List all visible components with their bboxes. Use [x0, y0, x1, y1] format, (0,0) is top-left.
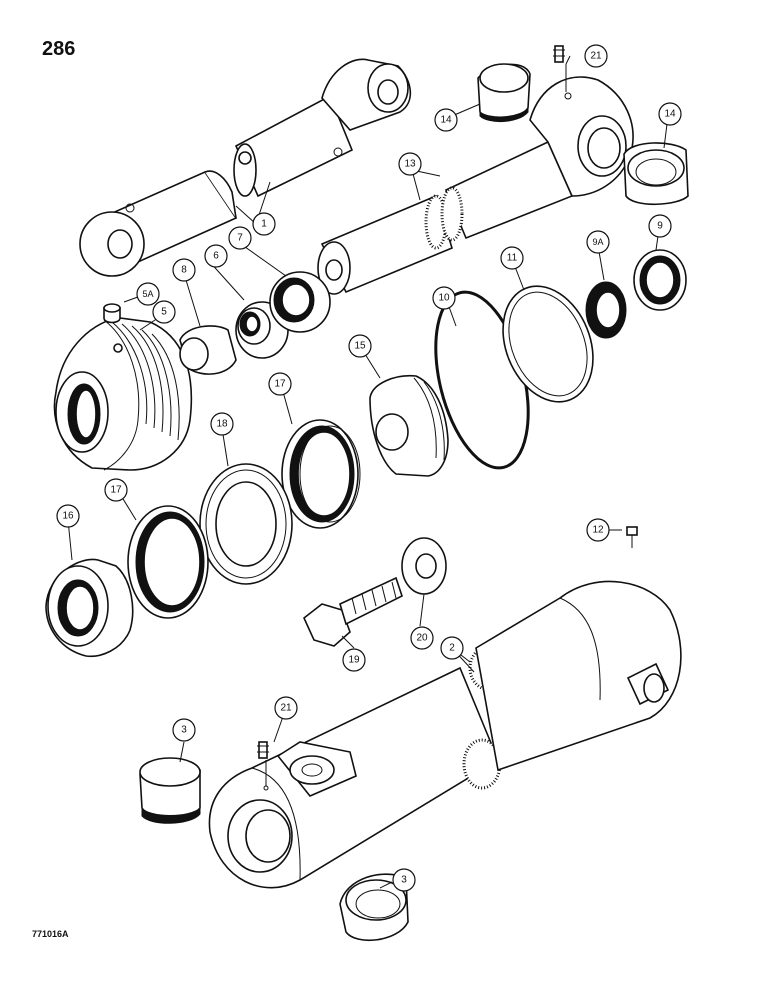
piston [369, 374, 449, 477]
callout-10: 10 [432, 286, 456, 310]
page-number: 286 [42, 38, 76, 60]
callout-6: 6 [204, 244, 228, 268]
svg-text:3: 3 [181, 725, 187, 736]
callout-17-lower: 17 [104, 478, 128, 502]
callout-14-right: 14 [658, 102, 682, 126]
callout-2: 2 [440, 636, 464, 660]
svg-text:17: 17 [110, 485, 122, 496]
svg-text:9: 9 [657, 221, 663, 232]
callout-1: 1 [252, 212, 276, 236]
svg-text:17: 17 [274, 379, 286, 390]
svg-text:3: 3 [401, 875, 407, 886]
callout-7: 7 [228, 226, 252, 250]
callout-21-top: 21 [584, 44, 608, 68]
grease-fitting-bottom [257, 741, 269, 759]
callout-18: 18 [210, 412, 234, 436]
svg-text:21: 21 [590, 51, 602, 62]
callout-20: 20 [410, 626, 434, 650]
bushing-left-bottom [139, 757, 201, 824]
svg-text:2: 2 [449, 643, 455, 654]
cylinder-tube [208, 580, 682, 889]
svg-text:12: 12 [592, 525, 604, 536]
svg-text:16: 16 [62, 511, 74, 522]
svg-text:20: 20 [416, 633, 428, 644]
callout-9: 9 [648, 214, 672, 238]
callout-19: 19 [342, 648, 366, 672]
piston-seal-lower [127, 505, 209, 619]
split-bushing [179, 325, 237, 375]
svg-text:14: 14 [440, 115, 452, 126]
seal-9a [585, 281, 627, 339]
callout-14-left: 14 [434, 108, 458, 132]
svg-text:11: 11 [507, 253, 518, 264]
rod [317, 76, 634, 295]
piston-head [45, 558, 134, 658]
bushing-right-bottom [339, 873, 409, 942]
svg-text:5: 5 [161, 307, 167, 318]
callout-8: 8 [172, 258, 196, 282]
svg-text:1: 1 [261, 219, 267, 230]
callout-12: 12 [586, 518, 610, 542]
svg-text:14: 14 [664, 109, 676, 120]
rod-seal [269, 271, 331, 333]
piston-seal-upper [281, 419, 361, 529]
callout-15: 15 [348, 334, 372, 358]
washer [401, 537, 447, 595]
callout-11: 11 [500, 246, 524, 270]
callout-13: 13 [398, 152, 422, 176]
svg-text:7: 7 [237, 233, 243, 244]
svg-text:5A: 5A [142, 289, 153, 299]
callout-16: 16 [56, 504, 80, 528]
bushing-right-top [623, 142, 689, 206]
bolt [303, 576, 403, 647]
svg-text:13: 13 [404, 159, 416, 170]
svg-text:6: 6 [213, 251, 219, 262]
callout-17-upper: 17 [268, 372, 292, 396]
svg-text:19: 19 [348, 655, 360, 666]
wiper-ring [633, 249, 687, 311]
piston-rod-assembly [79, 58, 412, 277]
callout-5a: 5A [136, 282, 160, 306]
grease-fitting-top [553, 45, 565, 63]
callout-3-left: 3 [172, 718, 196, 742]
svg-text:21: 21 [280, 703, 292, 714]
plug [103, 303, 121, 324]
screw [626, 526, 638, 548]
callout-5: 5 [152, 300, 176, 324]
svg-text:9A: 9A [592, 237, 603, 247]
svg-text:8: 8 [181, 265, 187, 276]
callout-9a: 9A [586, 230, 610, 254]
backup-ring [502, 285, 594, 403]
svg-text:10: 10 [438, 293, 450, 304]
callout-3-right: 3 [392, 868, 416, 892]
wear-ring [199, 463, 293, 585]
gland [53, 317, 193, 471]
callout-21-bottom: 21 [274, 696, 298, 720]
bushing-left-top [477, 63, 531, 122]
drawing-number: 771016A [32, 929, 69, 939]
svg-text:18: 18 [216, 419, 228, 430]
svg-text:15: 15 [354, 341, 366, 352]
